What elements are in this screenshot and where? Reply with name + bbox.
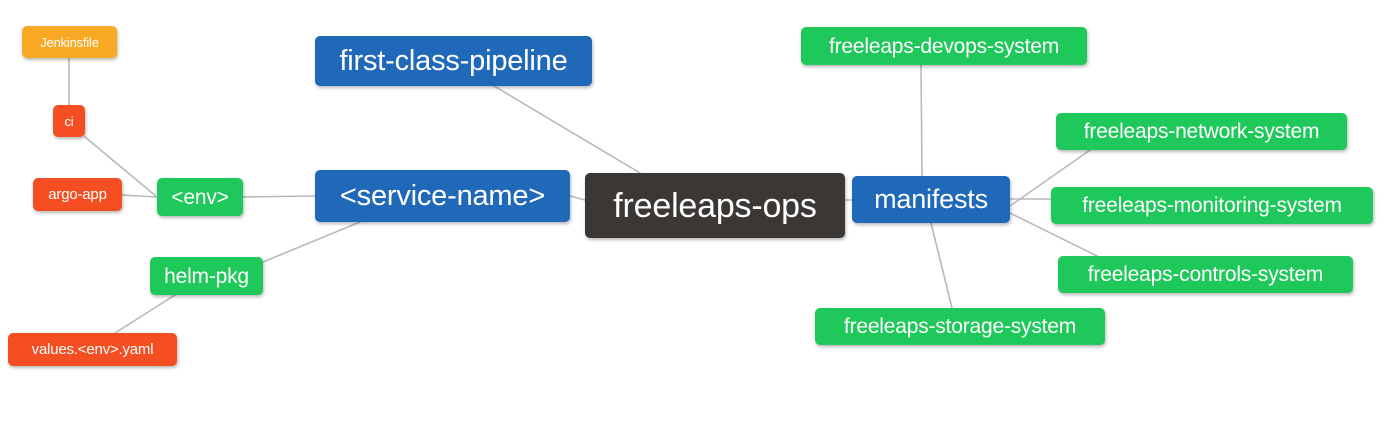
node-label-storage-system: freeleaps-storage-system — [843, 315, 1077, 338]
edge-values-env-yaml-to-helm-pkg — [114, 294, 176, 334]
node-values-env-yaml[interactable]: values.<env>.yaml — [8, 333, 177, 366]
edge-helm-pkg-to-service-name — [262, 221, 361, 263]
node-label-values-env-yaml: values.<env>.yaml — [31, 341, 154, 358]
edge-service-name-to-freeleaps-ops — [569, 195, 586, 201]
node-label-manifests: manifests — [874, 184, 988, 214]
node-label-controls-system: freeleaps-controls-system — [1087, 263, 1324, 286]
node-label-network-system: freeleaps-network-system — [1083, 120, 1320, 143]
node-label-freeleaps-ops: freeleaps-ops — [613, 186, 817, 225]
node-label-first-class-pipeline: first-class-pipeline — [339, 44, 568, 77]
node-devops-system[interactable]: freeleaps-devops-system — [801, 27, 1087, 65]
node-label-jenkinsfile: Jenkinsfile — [40, 34, 99, 50]
edge-manifests-to-storage-system — [930, 222, 953, 309]
node-manifests[interactable]: manifests — [852, 176, 1010, 223]
node-freeleaps-ops[interactable]: freeleaps-ops — [585, 173, 845, 238]
node-jenkinsfile[interactable]: Jenkinsfile — [22, 26, 117, 58]
node-env[interactable]: <env> — [157, 178, 243, 216]
edge-manifests-to-devops-system — [920, 64, 923, 177]
node-service-name[interactable]: <service-name> — [315, 170, 570, 222]
node-label-ci: ci — [64, 113, 74, 129]
node-ci[interactable]: ci — [53, 105, 85, 137]
node-argo-app[interactable]: argo-app — [33, 178, 122, 211]
node-label-helm-pkg: helm-pkg — [164, 264, 249, 288]
node-label-env: <env> — [171, 185, 229, 209]
node-storage-system[interactable]: freeleaps-storage-system — [815, 308, 1105, 345]
node-controls-system[interactable]: freeleaps-controls-system — [1058, 256, 1353, 293]
edge-env-to-service-name — [242, 195, 316, 198]
node-helm-pkg[interactable]: helm-pkg — [150, 257, 263, 295]
node-monitoring-system[interactable]: freeleaps-monitoring-system — [1051, 187, 1373, 224]
node-label-devops-system: freeleaps-devops-system — [829, 34, 1059, 58]
node-label-argo-app: argo-app — [48, 186, 107, 203]
node-network-system[interactable]: freeleaps-network-system — [1056, 113, 1347, 150]
edge-first-class-pipeline-to-freeleaps-ops — [493, 85, 641, 174]
node-label-monitoring-system: freeleaps-monitoring-system — [1082, 194, 1342, 217]
node-first-class-pipeline[interactable]: first-class-pipeline — [315, 36, 592, 86]
node-label-service-name: <service-name> — [339, 179, 546, 212]
edge-argo-app-to-env — [121, 194, 158, 198]
